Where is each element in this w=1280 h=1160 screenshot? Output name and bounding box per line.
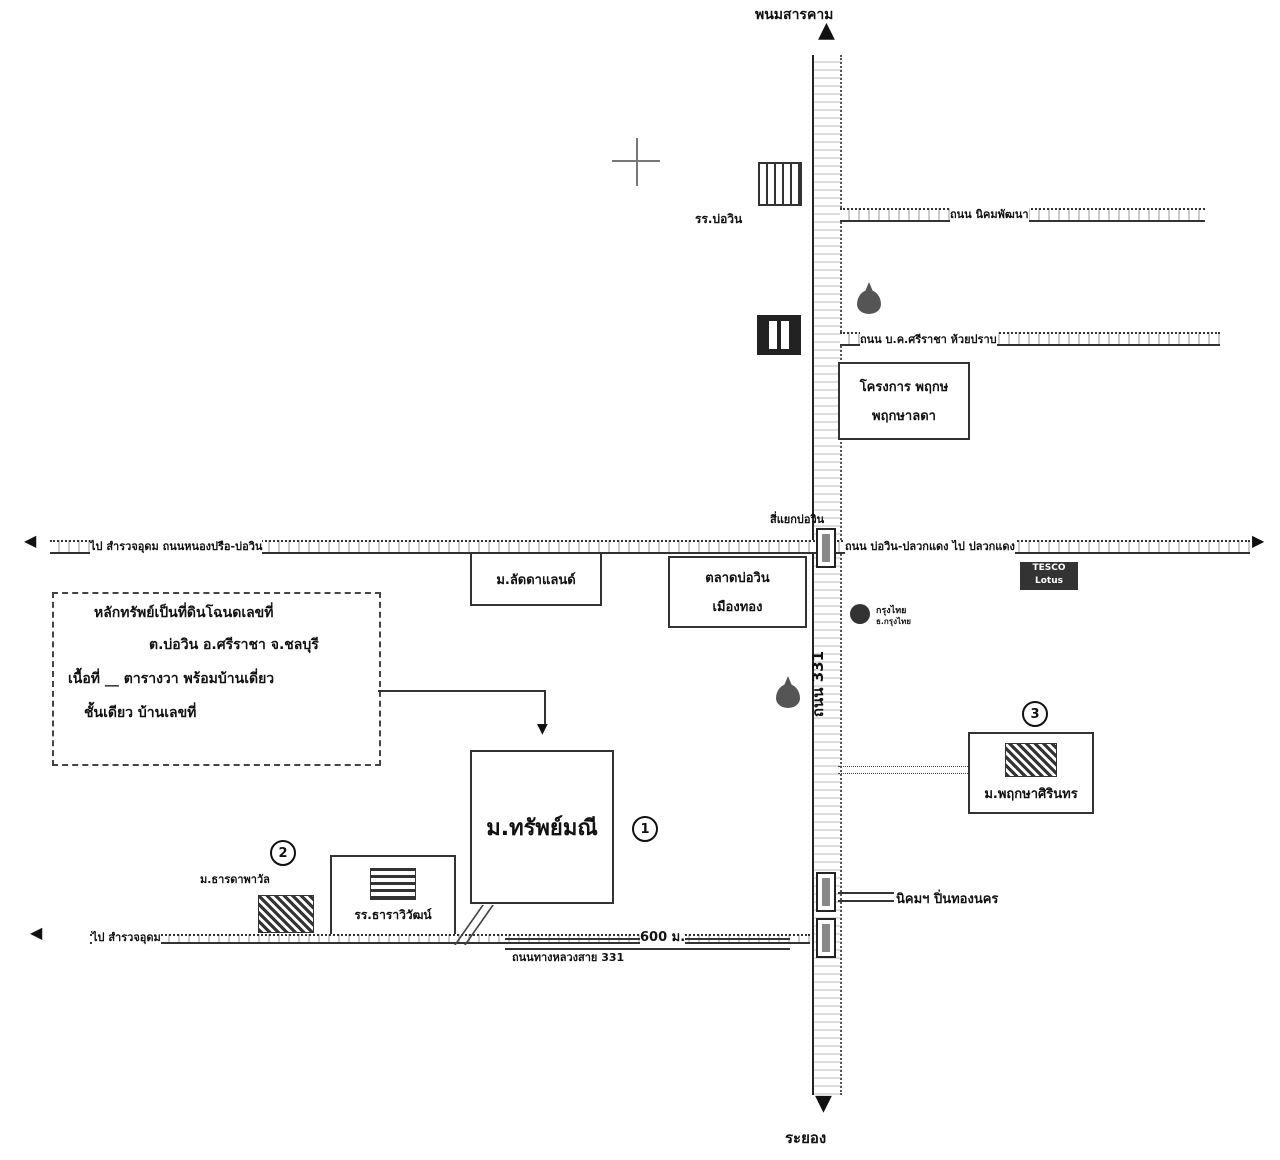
main-road-label: ถนน 331 (809, 650, 828, 718)
factory-gate-icon (757, 315, 801, 355)
south-direction-label: ระยอง (785, 1129, 827, 1147)
marker-2: 2 (270, 840, 296, 866)
upper-side-road-label: ถนน นิคมพัฒนา (950, 205, 1029, 223)
gas-station-icon-2 (776, 676, 800, 708)
market-box: ตลาดบ่อวิน เมืองทอง (668, 556, 807, 628)
info-line-1: หลักทรัพย์เป็นที่ดินโฉนดเลขที่ (94, 605, 274, 621)
village-lachat-label: ม.ลัดดาแลนด์ (496, 572, 576, 588)
crosshair-mark-v (636, 138, 638, 186)
marker-3: 3 (1022, 701, 1048, 727)
village-2-label: ม.ธารดาพาวัล (200, 873, 270, 886)
village-3-label: ม.พฤกษาศิรินทร (984, 786, 1078, 802)
project-box: โครงการ พฤกษ พฤกษาลดา (838, 362, 970, 440)
west-arrow-icon: ◀ (24, 531, 37, 550)
cross-road-west-label: ไป สำรวจอุดม ถนนหนองปรือ-บ่อวิน (90, 537, 263, 555)
school-bottom-label: รร.ธาราวิวัฒน์ (354, 907, 432, 922)
info-line-2: ต.บ่อวิน อ.ศรีราชา จ.ชลบุรี (149, 637, 319, 653)
village-2-house-icon (258, 895, 314, 933)
house-icon (1005, 742, 1057, 777)
bank-sub-label: ธ.กรุงไทย (876, 617, 911, 626)
info-box: หลักทรัพย์เป็นที่ดินโฉนดเลขที่ ต.บ่อวิน … (52, 592, 381, 766)
intersection-label: สี่แยกบ่อวิน (770, 513, 825, 526)
village-3-road (838, 766, 968, 774)
project-line-1: โครงการ พฤกษ (859, 380, 949, 395)
traffic-light-icon-2 (816, 872, 836, 912)
market-line-2: เมืองทอง (712, 600, 763, 615)
bank-icon (850, 604, 870, 624)
info-line-4: ชั้นเดียว บ้านเลขที่ (84, 705, 197, 721)
school-top-label: รร.บ่อวิน (695, 212, 743, 226)
cross-road-east-label: ถนน บ่อวิน-ปลวกแดง ไป ปลวกแดง (845, 537, 1015, 555)
school-bottom-icon (370, 867, 416, 900)
lotus-text: Lotus (1035, 576, 1063, 586)
subject-village-label: ม.ทรัพย์มณี (486, 815, 598, 841)
bank-label: กรุงไทย (876, 606, 907, 616)
pointer-arrow-icon: ▼ (537, 721, 548, 737)
village-3-box: ม.พฤกษาศิรินทร (968, 732, 1094, 814)
east-arrow-icon: ▶ (1252, 531, 1265, 550)
gas-station-icon (857, 282, 881, 314)
north-direction-label: พนมสารคาม (755, 7, 834, 23)
north-arrow-icon: ▲ (818, 18, 835, 43)
lower-road-label: ถนนทางหลวงสาย 331 (512, 951, 625, 964)
info-line-3: เนื้อที่ __ ตารางวา พร้อมบ้านเดี่ยว (68, 671, 275, 687)
pointer-line (378, 690, 546, 692)
traffic-light-icon (816, 528, 836, 568)
south-arrow-icon: ▼ (815, 1091, 832, 1116)
traffic-light-icon-3 (816, 918, 836, 958)
tesco-text: TESCO (1032, 563, 1066, 573)
lower-west-arrow-icon: ◀ (30, 923, 43, 942)
industrial-estate-label: นิคมฯ ปิ่นทองนคร (896, 892, 999, 907)
market-line-1: ตลาดบ่อวิน (705, 571, 770, 586)
school-bottom-box: รร.ธาราวิวัฒน์ (330, 855, 456, 937)
lower-road-west-label: ไป สำรวจอุดม (92, 928, 161, 946)
marker-1: 1 (632, 816, 658, 842)
industrial-road (838, 892, 894, 902)
lower-road (90, 934, 810, 944)
project-line-2: พฤกษาลดา (872, 409, 936, 424)
pointer-line-v (544, 690, 546, 728)
school-building-icon (758, 162, 802, 206)
tesco-lotus-logo: TESCO Lotus (1020, 562, 1078, 590)
distance-label: 600 ม. (640, 926, 686, 947)
village-lachat-box: ม.ลัดดาแลนด์ (470, 552, 602, 606)
second-side-road-label: ถนน บ.ค.ศรีราชา ห้วยปราบ (860, 330, 997, 348)
subject-village-box: ม.ทรัพย์มณี (470, 750, 614, 904)
